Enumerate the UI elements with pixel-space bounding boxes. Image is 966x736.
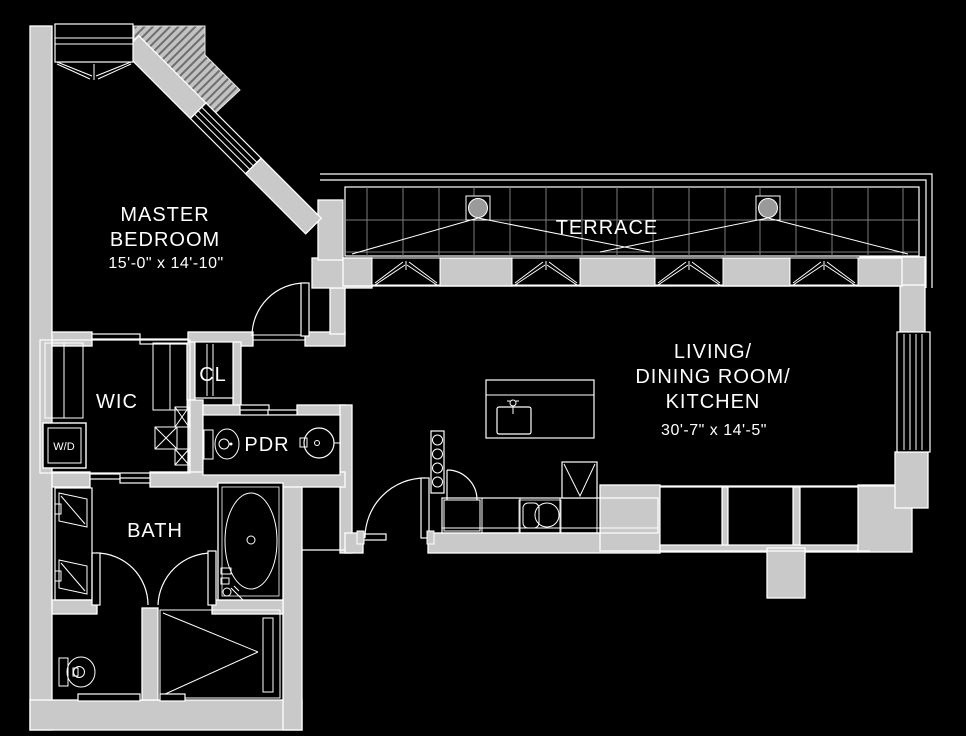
shower-threshold [159,693,186,702]
terrace-drain-left [465,195,491,221]
island-sink [496,406,532,435]
pdr-sink [299,427,341,459]
terrace-casement-3 [654,257,724,286]
refrigerator [561,461,598,499]
kitchen-island [485,379,595,439]
terrace-label: TERRACE [556,217,659,239]
sill-seg-4 [721,257,791,287]
wic-shelves [154,406,190,466]
pdr-toilet [203,428,240,460]
terrace-slope-lines [351,217,909,255]
window-pier-2 [792,486,801,546]
terrace-casement-1 [371,257,441,286]
wall-cl-corridor [232,341,242,406]
pantry-shelf-column [430,430,445,494]
cabinet-door-swing [446,469,478,501]
wall-corridor-left [329,287,346,335]
master-bedroom-label-2: BEDROOM [110,229,220,251]
double-vanity [54,487,93,601]
wall-terrace-left [317,199,344,261]
wall-left [29,25,53,731]
south-window-3 [799,486,859,546]
terrace-casement-2 [511,257,581,286]
pdr-pocket-door [239,404,298,416]
shower [159,609,281,702]
right-wall-window [896,331,931,453]
bathroom [54,482,284,601]
wc-threshold [77,693,141,702]
wall-tab-south [766,547,806,599]
powder-room [202,414,341,476]
angled-wall-assembly [122,25,323,235]
range [518,499,562,534]
living-label-2: DINING ROOM/ [635,366,790,388]
wall-bath-right [282,469,303,731]
bath-pocket-door [89,473,151,484]
wall-kitchen-south [599,484,661,552]
water-closet [58,656,141,702]
shower-bench [262,617,274,693]
labels: MASTER BEDROOM 15'-0" x 14'-10" TERRACE … [53,204,790,542]
sill-seg-1 [342,257,373,287]
cl-label: CL [199,364,227,386]
kitchen [430,379,659,534]
washer-dryer-unit [42,422,87,469]
mb-window [54,23,134,80]
pdr-label: PDR [244,434,289,456]
window-pier-1 [721,486,729,546]
sill-seg-5 [856,257,903,287]
wall-bottom-left [29,699,303,731]
terrace-floor-grid [346,187,918,256]
wic-label: WIC [96,391,138,413]
south-window-2 [727,486,794,546]
sill-seg-3 [579,257,656,287]
terrace-drain-right [755,195,781,221]
terrace-railing-outer [320,173,933,288]
wall-bath-mid-a [51,599,98,615]
master-bedroom-label-1: MASTER [120,204,209,226]
wc-toilet [58,656,96,688]
sill-seg-2 [439,257,513,287]
bath-label: BATH [127,520,183,542]
master-bedroom-dimensions: 15'-0" x 14'-10" [108,255,223,272]
south-windows [659,485,895,552]
bathtub [217,482,284,601]
mb-door [251,282,310,341]
wall-wc-shower [141,607,159,701]
terrace-casement-4 [789,257,859,286]
walk-in-closet [39,339,191,474]
terrace-railing-inner [320,179,927,288]
wall-bath-north-a [51,471,91,488]
entry-door [356,477,435,545]
living-label-3: KITCHEN [666,391,761,413]
wall-wic-cl [186,341,196,401]
wall-right-step [894,451,929,509]
walls [29,25,929,731]
terrace-floor-outline [344,186,920,257]
angled-wall-lower [244,157,323,235]
living-dimensions: 30'-7" x 14'-5" [661,422,767,439]
south-window-1 [659,486,723,546]
living-label-1: LIVING/ [674,341,752,363]
wall-mb-south-c [304,331,346,347]
wd-label: W/D [53,441,74,453]
shower-door-swing [162,612,259,696]
bath-door-right [157,550,217,606]
closet [194,341,234,399]
doors [89,282,435,606]
wall-bath-mid-b [211,599,284,615]
wic-sliding-door [91,333,189,345]
kitchen-counter [441,497,659,534]
terrace [320,173,933,288]
wall-mb-south-a [51,331,93,347]
bath-door-left [91,552,149,606]
